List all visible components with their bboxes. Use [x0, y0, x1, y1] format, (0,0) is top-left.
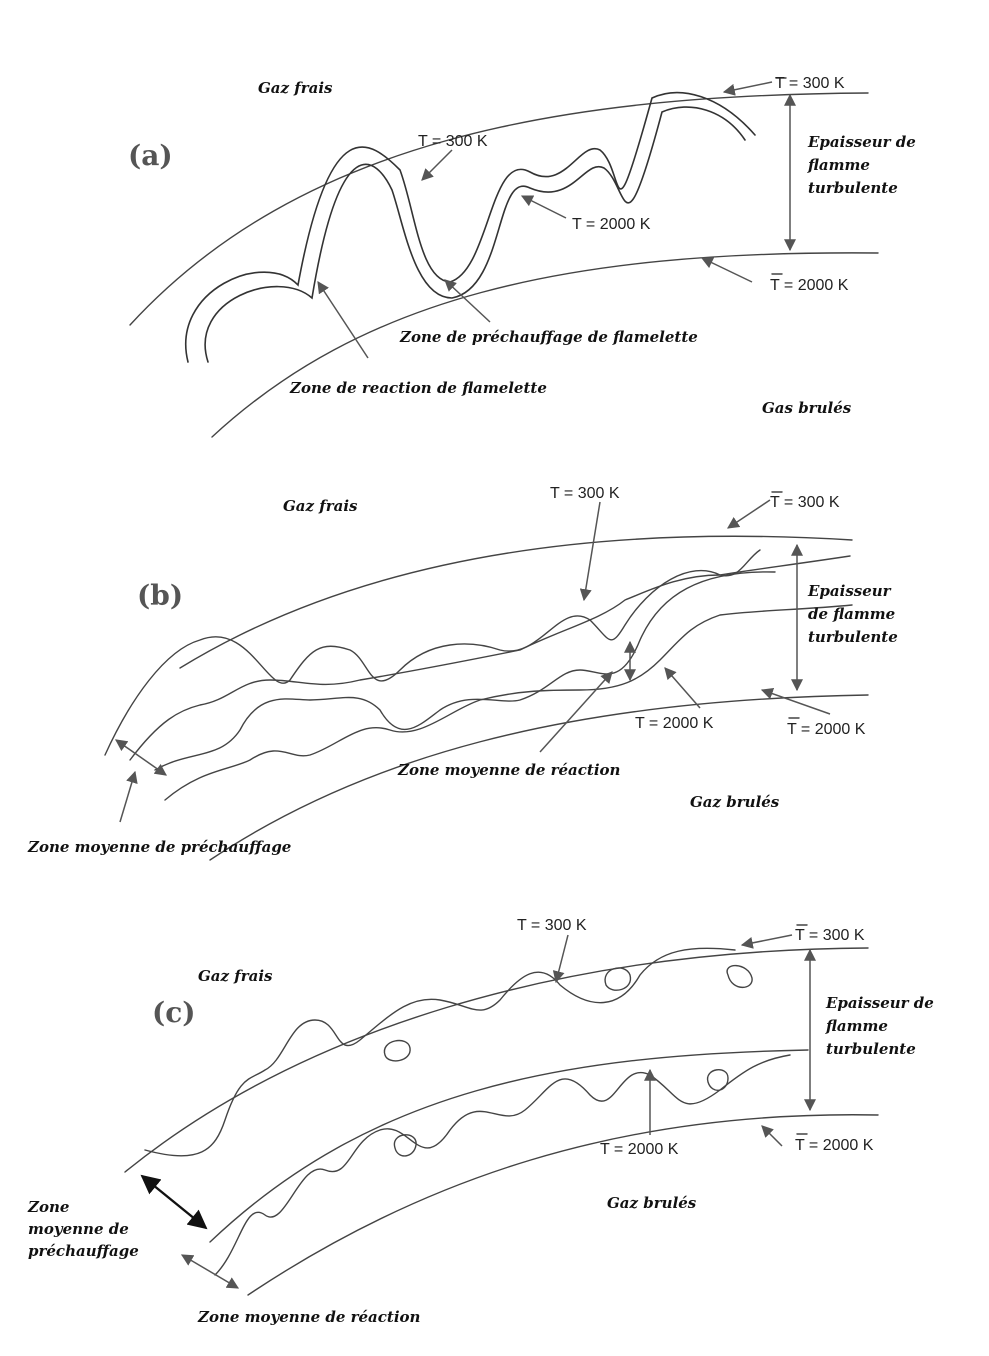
- panel-c-reaction-label: Zone moyenne de réaction: [197, 1308, 420, 1326]
- panel-b-tbar-bottom-label: T = 2000 K: [787, 721, 866, 738]
- panel-c-thickness-label-3: turbulente: [826, 1040, 916, 1058]
- panel-c-tbar-top-label: T = 300 K: [795, 927, 865, 944]
- panel-c-pocket-5: [708, 1070, 728, 1091]
- panel-c-pocket-2: [727, 966, 752, 988]
- panel-c-thickness-label-2: flamme: [825, 1017, 888, 1035]
- panel-b-label: (b): [137, 579, 183, 612]
- panel-c-pocket-4: [394, 1135, 416, 1156]
- panel-c-reaction-wrinkle: [215, 1055, 790, 1275]
- panel-b-tbar-bottom-arrow: [762, 690, 830, 714]
- panel-c-burnt-gas-label: Gaz brulés: [607, 1194, 697, 1212]
- panel-b-fresh-gas-label: Gaz frais: [283, 497, 358, 515]
- panel-c-outer-hot-boundary: [248, 1115, 878, 1295]
- panel-a-tbar-top-arrow: [724, 82, 772, 92]
- panel-a: (a) Gaz frais Gas brulés Epaisseur de fl…: [128, 75, 916, 437]
- panel-a-t-high-arrow: [522, 196, 566, 218]
- panel-b-t-low-label: T = 300 K: [550, 485, 620, 502]
- panel-b-mean-cold-boundary: [180, 536, 852, 668]
- panel-c-reaction-width-arrow: [182, 1255, 238, 1288]
- panel-c-preheat-label-1: Zone: [27, 1198, 69, 1216]
- panel-b-thickness-label-1: Epaisseur: [807, 582, 892, 600]
- panel-a-tbar-bottom-label: T = 2000 K: [770, 277, 849, 294]
- panel-c-pocket-3: [384, 1041, 410, 1061]
- panel-b-preheat-label: Zone moyenne de préchauffage: [27, 838, 291, 856]
- panel-c-pocket-1: [605, 968, 630, 990]
- panel-c-mean-hot-boundary: [210, 1050, 808, 1242]
- panel-b-preheat-arrow: [120, 772, 135, 822]
- panel-c-fresh-gas-label: Gaz frais: [198, 967, 273, 985]
- panel-b-thickness-label-3: turbulente: [808, 628, 898, 646]
- panel-b-reaction-wrinkle-1: [155, 572, 775, 770]
- panel-a-t-low-arrow: [422, 150, 452, 180]
- panel-a-thickness-label-1: Epaisseur de: [807, 133, 916, 151]
- panel-a-thickness-label-3: turbulente: [808, 179, 898, 197]
- panel-a-t-high-label: T = 2000 K: [572, 216, 651, 233]
- panel-b: (b) Gaz frais Gaz brulés Epaisseur de fl…: [27, 485, 898, 860]
- panel-b-thickness-label-2: de flamme: [808, 605, 895, 623]
- panel-b-t-high-label: T = 2000 K: [635, 715, 714, 732]
- panel-c-tbar-bottom-arrow: [762, 1126, 782, 1146]
- panel-a-reaction-label: Zone de reaction de flamelette: [289, 379, 547, 397]
- panel-a-tbar-top-label: T = 300 K: [775, 75, 845, 92]
- panel-c-thickness-label-1: Epaisseur de: [825, 994, 934, 1012]
- panel-a-fresh-gas-label: Gaz frais: [258, 79, 333, 97]
- panel-a-preheat-label: Zone de préchauffage de flamelette: [399, 328, 698, 346]
- panel-c-t-low-label: T = 300 K: [517, 917, 587, 934]
- panel-a-mean-cold-boundary: [130, 93, 868, 325]
- panel-c-label: (c): [152, 996, 196, 1029]
- panel-b-reaction-label: Zone moyenne de réaction: [397, 761, 620, 779]
- panel-a-t-low-label: T = 300 K: [418, 133, 488, 150]
- panel-c-t-high-label: T = 2000 K: [600, 1141, 679, 1158]
- panel-a-tbar-bottom-arrow: [702, 258, 752, 282]
- panel-c-preheat-width-arrow: [142, 1176, 206, 1228]
- panel-a-thickness-label-2: flamme: [807, 156, 870, 174]
- panel-b-burnt-gas-label: Gaz brulés: [690, 793, 780, 811]
- panel-c: (c) Gaz frais Gaz brulés Epaisseur de fl…: [27, 917, 934, 1326]
- panel-c-tbar-top-arrow: [742, 935, 792, 945]
- panel-b-preheat-wrinkle-2: [130, 556, 850, 760]
- panel-c-tbar-bottom-label: T = 2000 K: [795, 1137, 874, 1154]
- panel-b-t-low-arrow: [584, 502, 600, 600]
- panel-b-tbar-top-arrow: [728, 500, 770, 528]
- panel-c-preheat-label-3: préchauffage: [28, 1242, 139, 1260]
- panel-a-reaction-arrow: [318, 282, 368, 358]
- panel-b-tbar-top-label: T = 300 K: [770, 494, 840, 511]
- panel-c-preheat-label-2: moyenne de: [28, 1220, 129, 1238]
- panel-c-t-low-arrow: [556, 935, 568, 982]
- panel-b-t-high-arrow: [665, 668, 700, 708]
- panel-a-label: (a): [128, 139, 173, 172]
- panel-a-burnt-gas-label: Gas brulés: [762, 399, 852, 417]
